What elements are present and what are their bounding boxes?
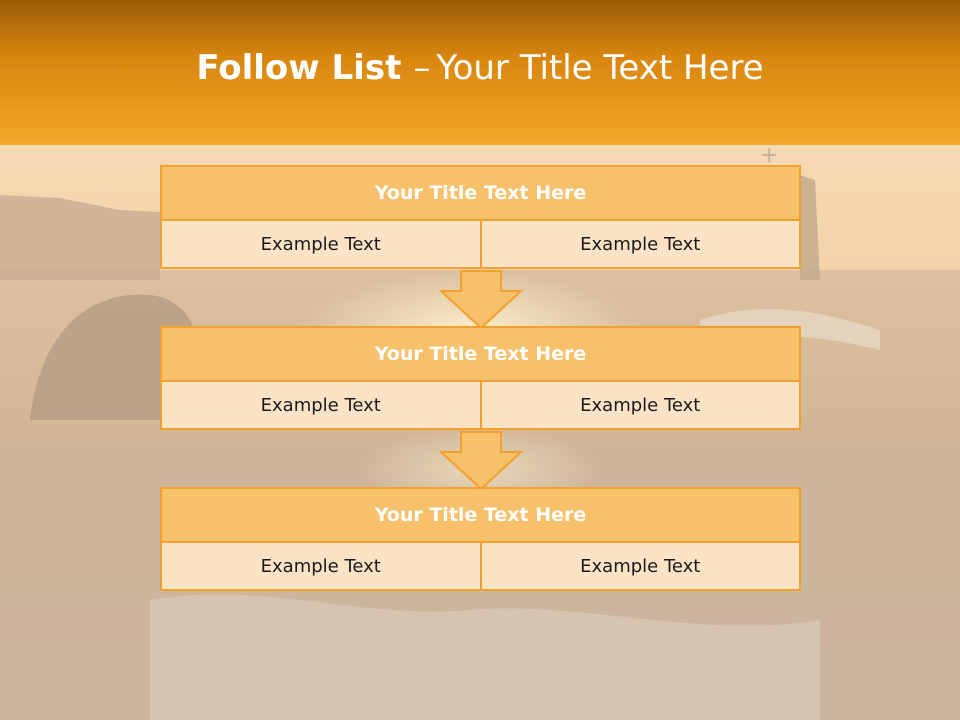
list-block-title: Your Title Text Here	[160, 165, 801, 221]
down-arrow-icon	[438, 270, 524, 330]
slide-title-bold: Follow List	[196, 47, 402, 88]
slide-title: Follow List–Your Title Text Here	[196, 48, 763, 88]
list-block-title: Your Title Text Here	[160, 326, 801, 382]
list-block-cell-left: Example Text	[160, 219, 482, 269]
list-block-row: Example Text Example Text	[160, 219, 801, 269]
list-block-cell-left: Example Text	[160, 541, 482, 591]
list-block-1: Your Title Text Here Example Text Exampl…	[160, 165, 801, 269]
plus-icon: +	[760, 143, 779, 168]
slide-title-rest: Your Title Text Here	[436, 47, 764, 88]
list-block-cell-right: Example Text	[479, 541, 801, 591]
list-block-2: Your Title Text Here Example Text Exampl…	[160, 326, 801, 430]
list-block-row: Example Text Example Text	[160, 541, 801, 591]
list-block-title: Your Title Text Here	[160, 487, 801, 543]
list-block-cell-right: Example Text	[479, 380, 801, 430]
slide-title-dash: –	[413, 47, 431, 88]
list-block-3: Your Title Text Here Example Text Exampl…	[160, 487, 801, 591]
list-block-cell-left: Example Text	[160, 380, 482, 430]
down-arrow-icon	[438, 431, 524, 491]
list-block-row: Example Text Example Text	[160, 380, 801, 430]
header-bar: Follow List–Your Title Text Here	[0, 0, 960, 145]
list-block-cell-right: Example Text	[479, 219, 801, 269]
